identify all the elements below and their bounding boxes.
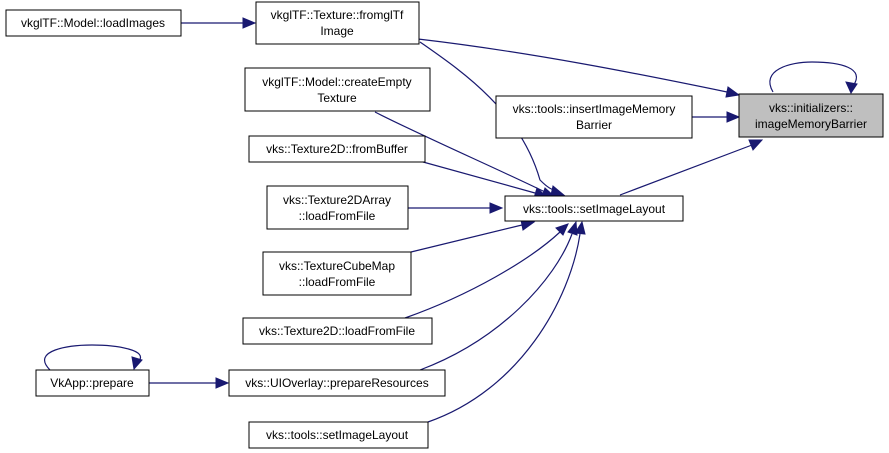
edge-gltf-createempty-to-set-layout (374, 111, 546, 193)
graph-nodes: vks::initializers:: imageMemoryBarrier v… (5, 1, 884, 449)
node-tex2darray-load[interactable]: vks::Texture2DArray ::loadFromFile (266, 185, 409, 230)
edge-tex2d-frombuffer-to-set-layout (404, 156, 536, 194)
arrowhead-img-barrier-from-set-layout (748, 139, 764, 151)
node-tex2d-frombuffer[interactable]: vks::Texture2D::fromBuffer (248, 135, 426, 163)
node-texcube-load-line-1: vks::TextureCubeMap (279, 259, 395, 273)
node-img-barrier-line-2: imageMemoryBarrier (755, 117, 867, 131)
arrowhead-set-layout-from-tex2d-load (555, 223, 569, 236)
arrowhead-uioverlay-from-vkapp (215, 377, 230, 389)
edge-vkapp-self-loop (43, 344, 141, 371)
edge-gltf-fromgltf-to-img-barrier (417, 38, 728, 93)
node-vkapp-prepare-line-1: VkApp::prepare (50, 376, 134, 390)
node-insert-barrier-line-2: Barrier (576, 118, 612, 132)
node-uioverlay-prepare[interactable]: vks::UIOverlay::prepareResources (228, 369, 446, 397)
node-tex2d-frombuffer-line-1: vks::Texture2D::fromBuffer (266, 142, 408, 156)
node-vkapp-prepare[interactable]: VkApp::prepare (35, 369, 150, 397)
node-gltf-fromgltf[interactable]: vkglTF::Texture::fromglTf Image (255, 1, 420, 45)
node-insert-barrier[interactable]: vks::tools::insertImageMemory Barrier (495, 95, 693, 139)
arrowhead-img-barrier-self (845, 81, 858, 95)
node-img-barrier-line-1: vks::initializers:: (769, 101, 853, 115)
node-gltf-createempty-line-2: Texture (317, 91, 357, 105)
node-gltf-loadimages[interactable]: vkglTF::Model::loadImages (5, 9, 182, 37)
arrowhead-set-layout-from-gltf (550, 185, 567, 197)
arrowhead-vkapp-self (131, 356, 143, 371)
node-gltf-fromgltf-line-1: vkglTF::Texture::fromglTf (271, 8, 404, 22)
arrowhead-gltf-fromgltf (242, 17, 257, 29)
node-set-layout-overload-line-1: vks::tools::setImageLayout (266, 428, 409, 442)
node-img-barrier[interactable]: vks::initializers:: imageMemoryBarrier (738, 93, 884, 138)
node-gltf-createempty-line-1: vkglTF::Model::createEmpty (262, 75, 411, 89)
node-set-layout-main[interactable]: vks::tools::setImageLayout (504, 195, 684, 222)
edge-texcube-to-set-layout (410, 224, 523, 253)
node-set-layout-overload[interactable]: vks::tools::setImageLayout (248, 421, 429, 449)
arrowhead-set-layout-from-tex2darray (489, 202, 504, 214)
node-gltf-createempty[interactable]: vkglTF::Model::createEmpty Texture (244, 67, 431, 112)
edge-uioverlay-to-set-layout (419, 233, 573, 371)
edge-tex2d-load-to-set-layout (404, 231, 561, 319)
edge-set-layout-overload-to-set-layout (427, 233, 581, 423)
edge-set-layout-to-img-barrier (619, 144, 753, 196)
node-insert-barrier-line-1: vks::tools::insertImageMemory (513, 102, 676, 116)
arrowhead-set-layout-from-overload (574, 220, 586, 235)
graph-edges (43, 17, 858, 423)
edge-gltf-fromgltf-to-set-layout (419, 41, 557, 191)
node-uioverlay-prepare-line-1: vks::UIOverlay::prepareResources (245, 376, 428, 390)
node-tex2darray-load-line-1: vks::Texture2DArray (283, 193, 391, 207)
arrowhead-set-layout-from-uioverlay (567, 220, 578, 236)
arrowhead-img-barrier-from-insert (726, 111, 741, 123)
node-gltf-loadimages-line-1: vkglTF::Model::loadImages (21, 16, 165, 30)
node-texcube-load-line-2: ::loadFromFile (299, 275, 376, 289)
node-tex2d-load-line-1: vks::Texture2D::loadFromFile (259, 324, 415, 338)
node-tex2darray-load-line-2: ::loadFromFile (299, 209, 376, 223)
node-gltf-fromgltf-line-2: Image (320, 24, 354, 38)
node-tex2d-load[interactable]: vks::Texture2D::loadFromFile (242, 317, 433, 345)
node-texcube-load[interactable]: vks::TextureCubeMap ::loadFromFile (262, 251, 412, 296)
edge-img-barrier-self-loop (769, 61, 857, 93)
arrowhead-img-barrier-from-gltf (725, 86, 741, 98)
node-set-layout-main-line-1: vks::tools::setImageLayout (523, 202, 666, 216)
